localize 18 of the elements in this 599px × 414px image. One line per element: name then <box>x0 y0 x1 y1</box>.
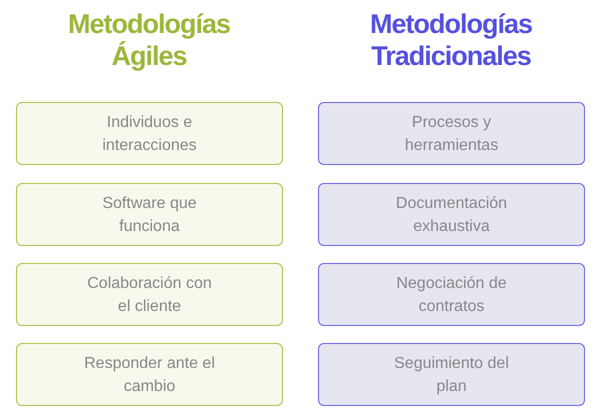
value-card <box>318 102 585 165</box>
card-text: Colaboración con el cliente <box>86 274 213 316</box>
card-text: Documentación exhaustiva <box>394 194 508 236</box>
value-card <box>318 183 585 246</box>
card-text: Individuos e interacciones <box>101 112 198 156</box>
card-text: Responder ante el cambio <box>83 354 216 396</box>
column-heading: Metodologías Tradicionales <box>369 8 533 72</box>
value-card <box>318 343 585 406</box>
value-card <box>16 343 283 406</box>
column-heading: Metodologías Ágiles <box>67 8 231 72</box>
card-text: Software que funciona <box>101 194 198 236</box>
value-card <box>16 102 283 165</box>
value-card <box>16 263 283 326</box>
card-text: Negociación de contratos <box>395 274 508 316</box>
value-card <box>318 263 585 326</box>
value-card <box>16 183 283 246</box>
card-text: Procesos y herramientas <box>404 112 500 156</box>
card-text: Seguimiento del plan <box>393 354 510 396</box>
